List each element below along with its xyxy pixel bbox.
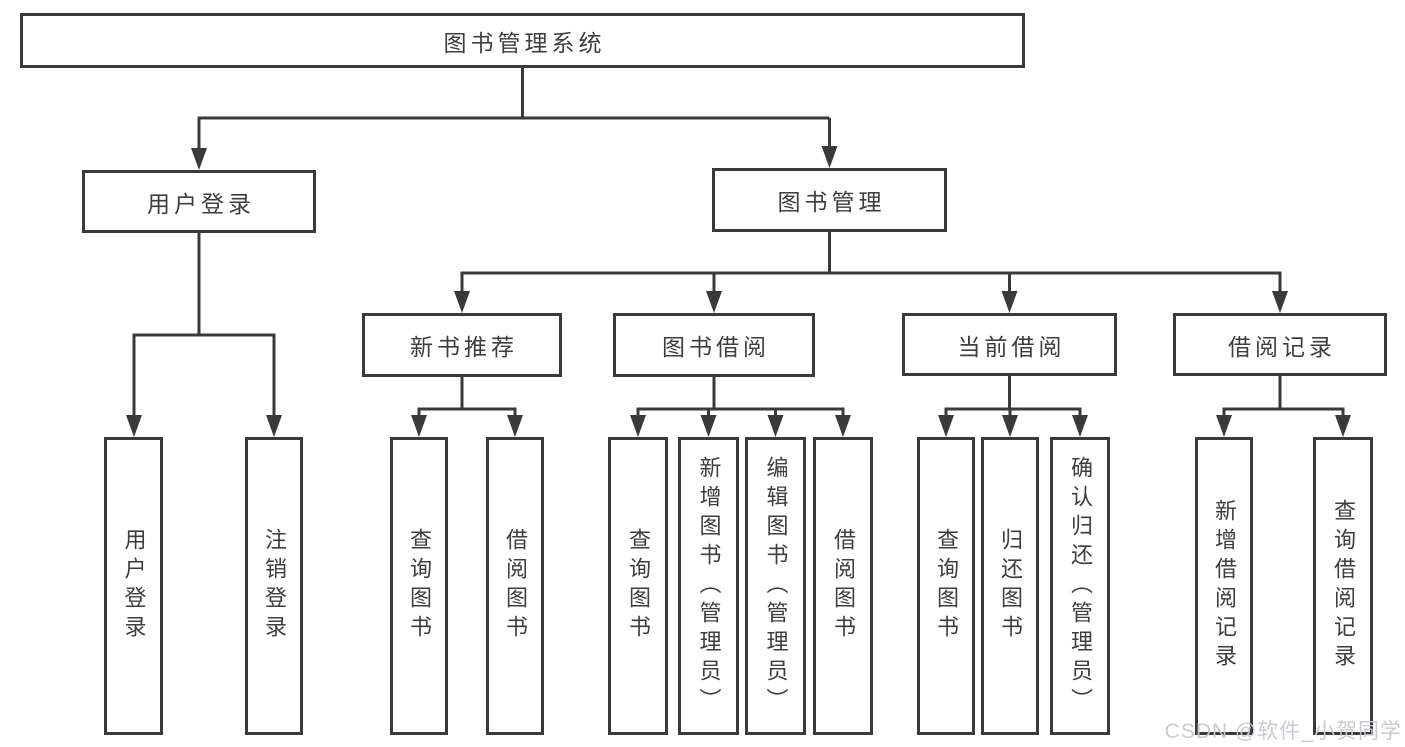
arrowhead bbox=[454, 291, 470, 313]
leaf-query-borrow-record: 查询借阅记录 bbox=[1313, 437, 1373, 735]
leaf-add-books-admin: 新增图书（管理员） bbox=[678, 437, 739, 735]
node-new-book-recommend: 新书推荐 bbox=[362, 313, 562, 377]
root-connector bbox=[197, 68, 831, 152]
arrowhead bbox=[835, 415, 851, 437]
book-borrow-connector bbox=[636, 377, 845, 417]
arrowhead bbox=[126, 415, 142, 437]
arrowhead bbox=[630, 415, 646, 437]
arrowhead bbox=[1335, 415, 1351, 437]
leaf-query-books-1: 查询图书 bbox=[390, 437, 448, 735]
leaf-query-books-2: 查询图书 bbox=[608, 437, 668, 735]
leaf-user-login: 用户登录 bbox=[104, 437, 163, 735]
node-current-borrowing: 当前借阅 bbox=[902, 313, 1117, 376]
arrowhead bbox=[507, 415, 523, 437]
leaf-logout: 注销登录 bbox=[245, 437, 303, 735]
arrowhead bbox=[821, 146, 838, 168]
leaf-query-books-3: 查询图书 bbox=[917, 437, 975, 735]
leaf-return-books: 归还图书 bbox=[981, 437, 1039, 735]
borrow-record-connector bbox=[1222, 376, 1345, 417]
leaf-add-borrow-record: 新增借阅记录 bbox=[1195, 437, 1253, 735]
arrowhead bbox=[191, 148, 207, 170]
current-borrow-connector bbox=[944, 376, 1082, 417]
node-book-borrowing: 图书借阅 bbox=[613, 313, 815, 377]
arrowhead bbox=[938, 415, 954, 437]
arrowhead bbox=[1072, 415, 1088, 437]
leaf-borrow-books-2: 借阅图书 bbox=[813, 437, 873, 735]
arrowhead bbox=[1002, 415, 1018, 437]
new-book-connector bbox=[417, 377, 517, 417]
arrowhead bbox=[767, 415, 784, 437]
arrowhead bbox=[1272, 291, 1288, 313]
leaf-confirm-return-admin: 确认归还（管理员） bbox=[1050, 437, 1110, 735]
node-root: 图书管理系统 bbox=[20, 13, 1025, 68]
arrowhead bbox=[266, 415, 282, 437]
csdn-watermark: CSDN @软件_小贺同学 bbox=[1164, 720, 1402, 743]
leaf-edit-books-admin: 编辑图书（管理员） bbox=[745, 437, 806, 735]
user-login-connector bbox=[132, 233, 276, 417]
leaf-borrow-books-1: 借阅图书 bbox=[486, 437, 544, 735]
node-book-management: 图书管理 bbox=[712, 168, 947, 232]
arrowhead bbox=[1001, 291, 1018, 313]
arrowhead bbox=[706, 291, 722, 313]
book-mgmt-connector bbox=[460, 232, 1282, 293]
node-borrowing-records: 借阅记录 bbox=[1173, 313, 1387, 376]
node-user-login: 用户登录 bbox=[82, 170, 316, 233]
arrowhead bbox=[1216, 415, 1232, 437]
arrowheads bbox=[126, 146, 1351, 437]
arrowhead bbox=[700, 415, 717, 437]
arrowhead bbox=[411, 415, 427, 437]
